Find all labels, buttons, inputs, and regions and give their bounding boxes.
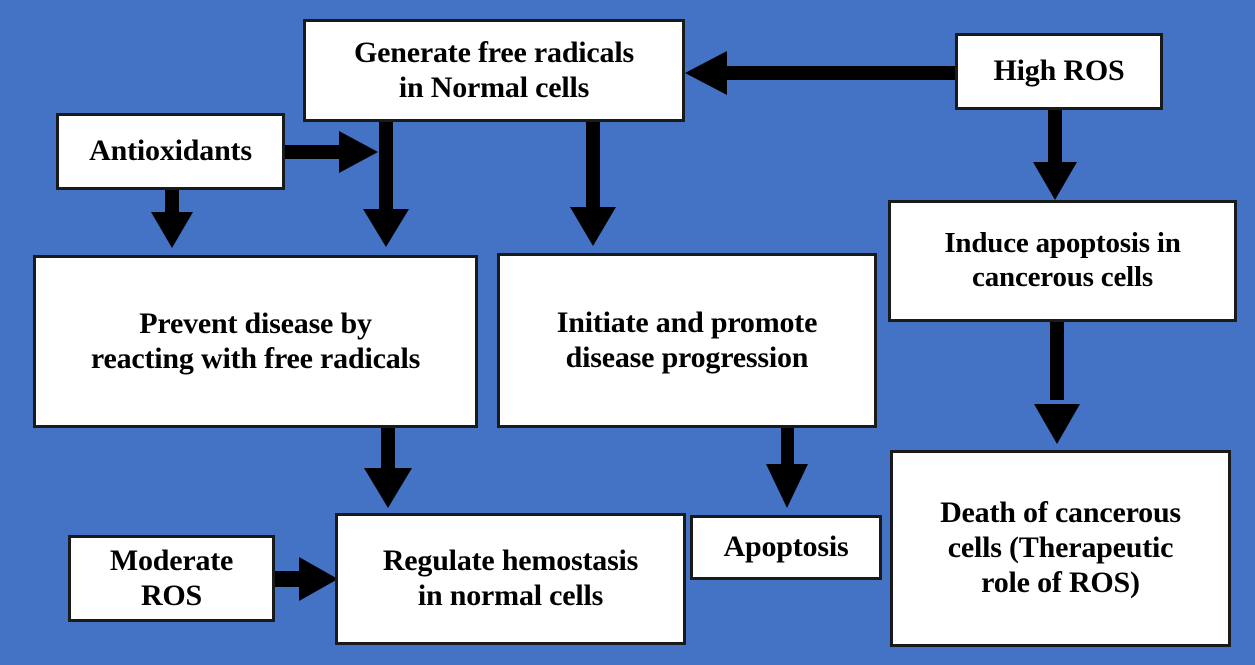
node-apoptosis-label: Apoptosis [718, 530, 855, 565]
node-generate-line-2: in Normal cells [398, 70, 590, 104]
node-death-line-2: cells (Therapeutic [947, 531, 1174, 565]
node-induce-line-1: Induce apoptosis in [944, 227, 1181, 260]
node-prevent-line-1: Prevent disease by [139, 306, 372, 340]
node-initiate-line-1: Initiate and promote [556, 305, 818, 339]
node-regulate-line-1: Regulate hemostasis [382, 544, 639, 578]
node-antioxidants-label: Antioxidants [83, 134, 258, 169]
node-death-line-1: Death of cancerous [940, 496, 1181, 530]
node-induce-line-2: cancerous cells [972, 261, 1153, 293]
node-generate-line-1: Generate free radicals [354, 35, 634, 69]
node-high-ros[interactable]: High ROS [955, 33, 1163, 110]
edge-high-ros-to-generate [685, 51, 955, 95]
edge-moderate-to-regulate [275, 557, 338, 601]
node-antioxidants-line-1: Antioxidants [89, 134, 252, 168]
node-regulate-line-2: in normal cells [417, 579, 604, 612]
edge-antioxidants-to-generate [285, 131, 378, 173]
edge-prevent-to-regulate [364, 428, 412, 508]
edge-initiate-to-apoptosis [766, 428, 808, 508]
node-high_ros-label: High ROS [988, 54, 1131, 89]
edge-antioxidants-to-prevent [151, 190, 193, 248]
node-high_ros-line-1: High ROS [993, 54, 1125, 88]
edge-induce-to-death [1034, 322, 1080, 444]
edge-generate-to-prevent [363, 122, 409, 247]
node-apoptosis[interactable]: Apoptosis [690, 515, 882, 580]
node-antioxidants[interactable]: Antioxidants [56, 113, 285, 190]
node-moderate-line-2: ROS [140, 578, 203, 612]
edge-generate-to-initiate [570, 122, 616, 246]
node-initiate-line-2: disease progression [565, 340, 809, 374]
node-apoptosis-line-1: Apoptosis [723, 530, 849, 564]
node-prevent-line-2: reacting with free radicals [90, 341, 421, 375]
edge-high-ros-to-induce [1033, 110, 1077, 200]
node-death-line-3: role of ROS) [981, 565, 1140, 599]
node-moderate-line-1: Moderate [109, 543, 234, 577]
